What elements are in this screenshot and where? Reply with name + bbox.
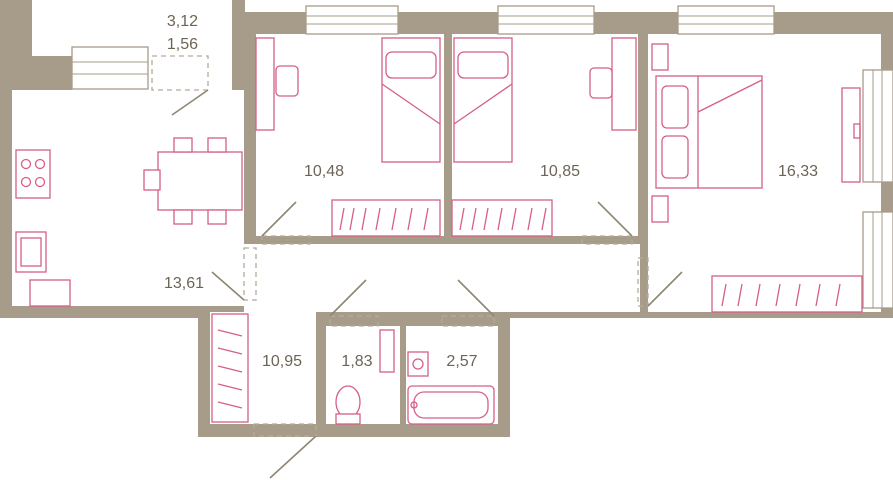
window-master-right-lower	[862, 211, 893, 309]
area-label-toilet: 1,83	[341, 353, 372, 370]
fridge-icon	[29, 279, 71, 307]
nightstand-icon	[651, 43, 669, 71]
door-master-bedroom	[637, 257, 683, 307]
hallway-floor	[210, 244, 640, 424]
chair-icon	[143, 169, 161, 191]
chair-icon	[173, 209, 193, 225]
bedroom-middle-furniture	[451, 37, 637, 237]
toilet-furniture	[335, 329, 395, 425]
door-bathroom	[441, 279, 495, 327]
single-bed-icon	[381, 37, 441, 163]
wardrobe-icon	[711, 275, 863, 313]
nightstand-icon	[651, 195, 669, 223]
bedroom-left-furniture	[255, 37, 441, 237]
desk-icon	[611, 37, 637, 131]
window-loggia	[71, 46, 149, 90]
master-bedroom-furniture	[651, 43, 863, 313]
chair-icon	[173, 137, 193, 153]
toilet-icon	[335, 385, 361, 419]
door-balcony	[151, 55, 209, 116]
door-toilet	[329, 279, 379, 327]
tv-stand-icon	[841, 87, 861, 183]
chair-icon	[589, 67, 613, 99]
hallway-furniture	[211, 313, 249, 423]
area-labels: 3,12 1,56 13,61 10,48 10,85 16,33 10,95 …	[164, 13, 818, 370]
wardrobe-icon	[211, 313, 249, 423]
dining-table-icon	[157, 151, 243, 211]
single-bed-icon	[453, 37, 513, 163]
window-bedroom-left	[305, 5, 399, 35]
door-entrance	[253, 423, 317, 479]
desk-icon	[255, 37, 275, 131]
bathtub-icon	[407, 385, 495, 425]
bathroom-furniture	[407, 351, 495, 425]
washbasin-icon	[407, 351, 429, 377]
area-label-kitchen: 13,61	[164, 275, 204, 292]
sink-icon	[379, 329, 395, 373]
area-label-bedroom-middle: 10,85	[540, 163, 580, 180]
door-kitchen	[211, 247, 257, 301]
area-label-loggia: 3,12	[167, 13, 198, 30]
wardrobe-icon	[331, 199, 441, 237]
area-label-master-bedroom: 16,33	[778, 163, 818, 180]
windows	[71, 5, 893, 309]
area-label-bathroom: 2,57	[446, 353, 477, 370]
chair-icon	[275, 65, 299, 97]
kitchen-furniture	[15, 137, 243, 307]
stove-icon	[15, 149, 51, 199]
double-bed-icon	[655, 75, 763, 189]
wardrobe-icon	[451, 199, 553, 237]
door-bedroom-left	[261, 201, 311, 245]
chair-icon	[207, 137, 227, 153]
window-master-right-upper	[862, 69, 893, 183]
area-label-balcony: 1,56	[167, 36, 198, 53]
door-bedroom-middle	[581, 201, 633, 245]
doors	[151, 55, 683, 479]
window-bedroom-middle	[497, 5, 595, 35]
area-label-hallway: 10,95	[262, 353, 302, 370]
area-label-bedroom-left: 10,48	[304, 163, 344, 180]
chair-icon	[207, 209, 227, 225]
window-master-top	[677, 5, 775, 35]
